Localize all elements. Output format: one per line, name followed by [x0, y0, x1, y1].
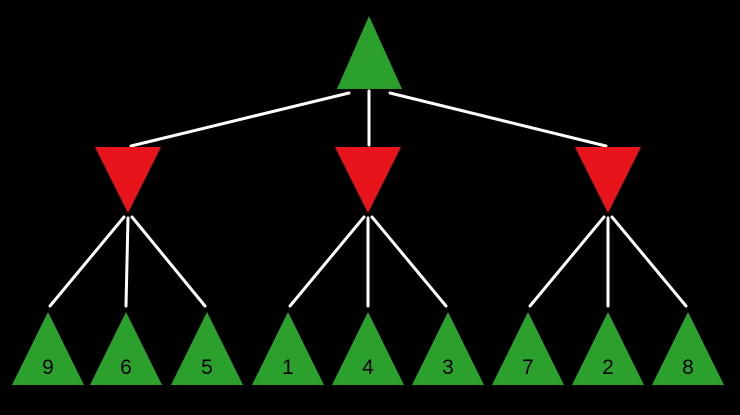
edge-min1-leaf1: [48, 215, 126, 308]
leaf-node-9-triangle-up-icon: [652, 312, 724, 385]
leaf-value-1: 9: [42, 356, 54, 379]
leaf-node-1-triangle-up-icon: [12, 312, 84, 385]
leaf-value-labels: 9 6 5 1 4 3 7 2 8: [42, 356, 694, 379]
leaf-value-6: 3: [442, 356, 454, 379]
leaf-node-2-triangle-up-icon: [90, 312, 162, 385]
leaf-node-5-triangle-up-icon: [332, 312, 404, 385]
root-max-node-triangle-up-icon: [337, 16, 402, 89]
leaf-value-4: 1: [282, 356, 294, 379]
leaf-value-3: 5: [201, 356, 213, 379]
min-node-3-triangle-down-icon: [575, 147, 641, 213]
min-nodes: [95, 147, 641, 213]
edge-min1-leaf2: [124, 216, 130, 308]
leaf-value-9: 8: [682, 356, 694, 379]
leaf-node-3-triangle-up-icon: [171, 312, 243, 385]
leaf-node-8-triangle-up-icon: [572, 312, 644, 385]
leaf-value-7: 7: [522, 356, 534, 379]
edge-min1-leaf3: [130, 215, 207, 308]
leaf-value-8: 2: [602, 356, 614, 379]
min-node-1-triangle-down-icon: [95, 147, 161, 213]
leaf-node-6-triangle-up-icon: [412, 312, 484, 385]
edge-min3-leaf3: [610, 215, 688, 308]
edge-root-min3: [388, 91, 608, 148]
edge-root-min1: [129, 91, 351, 148]
edge-min3-leaf1: [528, 215, 606, 308]
leaf-value-5: 4: [362, 356, 374, 379]
leaf-nodes: [12, 312, 724, 385]
leaf-value-2: 6: [120, 356, 132, 379]
min-node-2-triangle-down-icon: [335, 147, 401, 213]
edges-min-to-leaves: [48, 215, 688, 308]
edge-min2-leaf1: [288, 215, 366, 308]
edge-min2-leaf3: [370, 215, 448, 308]
leaf-node-7-triangle-up-icon: [492, 312, 564, 385]
edges-root-to-min: [129, 89, 608, 148]
leaf-node-4-triangle-up-icon: [252, 312, 324, 385]
